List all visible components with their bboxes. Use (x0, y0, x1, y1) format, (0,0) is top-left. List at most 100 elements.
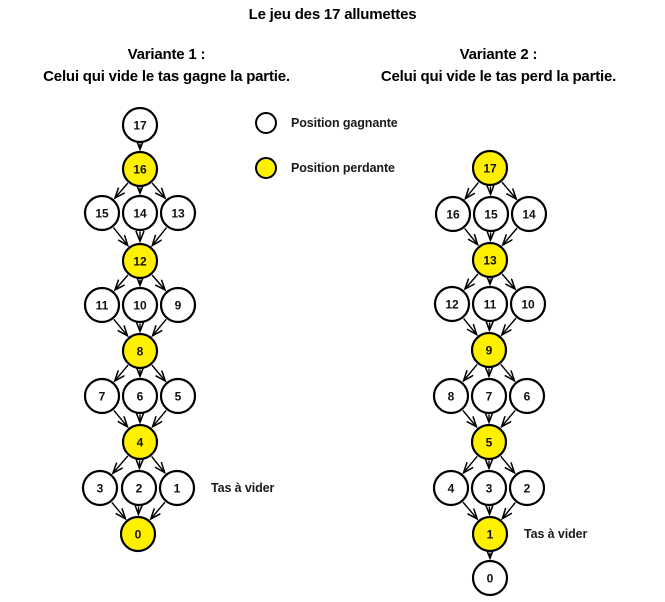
node-circle-v1-9 (159, 286, 197, 324)
graph-edge (464, 363, 478, 380)
edges-layer (111, 144, 517, 559)
graph-edge (465, 273, 479, 289)
node-circle-v2-9 (470, 331, 508, 369)
variant-1-heading: Variante 1 : Celui qui vide le tas gagne… (0, 44, 333, 88)
pile-caption-variant-1: Tas à vider (211, 481, 275, 495)
node-circle-v1-12 (121, 242, 159, 280)
graph-edge (500, 455, 514, 472)
graph-node: 1 (158, 469, 196, 507)
node-circle-v2-5 (470, 423, 508, 461)
node-circle-v2-16 (434, 195, 472, 233)
graph-edge (112, 227, 127, 246)
node-circle-v2-3 (470, 469, 508, 507)
graph-node: 9 (159, 286, 197, 324)
graph-node: 13 (159, 194, 197, 232)
graph-edge (115, 364, 129, 381)
node-circle-v1-8 (121, 332, 159, 370)
graph-node: 5 (470, 423, 508, 461)
graph-node: 11 (471, 285, 509, 323)
node-circle-v1-5 (159, 377, 197, 415)
page-title: Le jeu des 17 allumettes (248, 6, 417, 23)
graph-edge (466, 181, 479, 198)
variant-1-heading-line1: Variante 1 : (127, 46, 206, 63)
node-circle-v2-10 (509, 285, 547, 323)
graph-node: 12 (433, 285, 471, 323)
variant-2-heading-line2: Celui qui vide le tas perd la partie. (380, 67, 617, 85)
graph-edge (502, 409, 516, 426)
graph-node: 4 (432, 469, 470, 507)
node-circle-v1-17 (121, 106, 159, 144)
graph-node: 3 (81, 469, 119, 507)
node-circle-v1-13 (159, 194, 197, 232)
node-circle-v1-11 (83, 286, 121, 324)
graph-node: 16 (121, 150, 159, 188)
graph-edge (113, 409, 127, 426)
graph-node: 10 (121, 286, 159, 324)
graph-node: 1 (471, 515, 509, 553)
graph-edge (463, 317, 477, 334)
graph-node: 17 (471, 149, 509, 187)
graph-node: 2 (508, 469, 546, 507)
graph-edge (502, 317, 517, 335)
node-circle-v2-13 (471, 241, 509, 279)
graph-edge (153, 409, 167, 426)
node-circle-v2-12 (433, 285, 471, 323)
node-circle-v1-4 (121, 423, 159, 461)
legend-item-winning: Position gagnante (255, 108, 398, 138)
graph-node: 6 (508, 377, 546, 415)
graph-node: 6 (121, 377, 159, 415)
node-circle-v1-15 (83, 194, 121, 232)
graph-node: 9 (470, 331, 508, 369)
graph-edge (111, 501, 125, 518)
legend-item-losing: Position perdante (255, 153, 395, 183)
node-circle-v2-6 (508, 377, 546, 415)
node-circle-v2-8 (432, 377, 470, 415)
graph-node: 0 (119, 515, 157, 553)
node-circle-v2-11 (471, 285, 509, 323)
graph-node: 4 (121, 423, 159, 461)
graph-edge (464, 227, 478, 244)
node-circle-v2-1 (471, 515, 509, 553)
graph-edge (115, 274, 129, 290)
graph-edge (113, 455, 129, 473)
graph-node: 3 (470, 469, 508, 507)
graph-edge (500, 363, 514, 380)
node-circle-v1-1 (158, 469, 196, 507)
node-circle-v2-0 (471, 559, 509, 597)
node-circle-v2-17 (471, 149, 509, 187)
variant-2-heading: Variante 2 : Celui qui vide le tas perd … (332, 44, 665, 88)
graph-node: 15 (83, 194, 121, 232)
graph-edge (462, 501, 477, 519)
graph-edge (501, 273, 515, 289)
graph-edge (503, 501, 516, 518)
graph-node: 7 (83, 377, 121, 415)
graph-edge (151, 274, 165, 290)
node-circle-v1-3 (81, 469, 119, 507)
graph-node: 12 (121, 242, 159, 280)
graph-node: 11 (83, 286, 121, 324)
node-circle-v1-7 (83, 377, 121, 415)
graph-node: 7 (470, 377, 508, 415)
graph-edge (113, 318, 127, 335)
graph-edge (153, 318, 167, 335)
graph-node: 13 (471, 241, 509, 279)
graph-node: 8 (121, 332, 159, 370)
graph-edge (115, 182, 129, 198)
node-circle-v1-6 (121, 377, 159, 415)
pile-caption-variant-2: Tas à vider (524, 527, 588, 541)
winning-position-circle-icon (255, 112, 277, 134)
variant-1-heading-line2: Celui qui vide le tas gagne la partie. (43, 67, 290, 85)
graph-edge (151, 501, 166, 519)
node-circle-v1-2 (120, 469, 158, 507)
graph-edge (464, 455, 478, 472)
graph-node: 17 (121, 106, 159, 144)
node-circle-v2-7 (470, 377, 508, 415)
node-circle-v1-0 (119, 515, 157, 553)
graph-node: 5 (159, 377, 197, 415)
node-circle-v2-15 (472, 195, 510, 233)
graph-node: 8 (432, 377, 470, 415)
graph-node: 15 (472, 195, 510, 233)
graph-node: 0 (471, 559, 509, 597)
